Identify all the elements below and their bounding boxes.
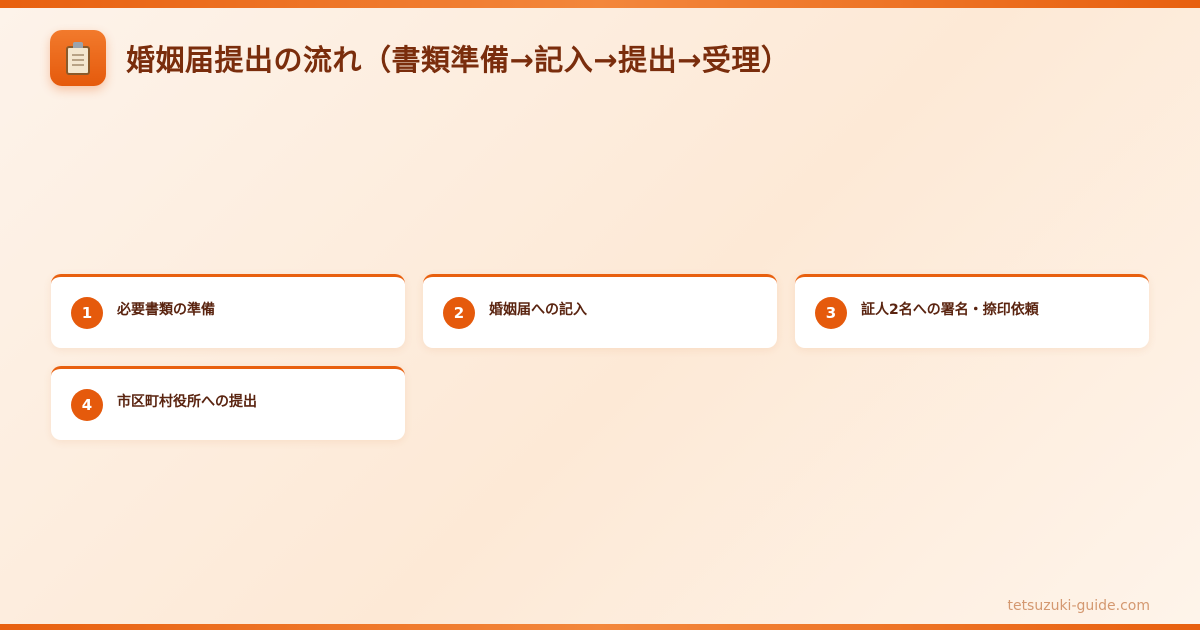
step-number-badge: 4: [71, 389, 103, 421]
clipboard-icon: [50, 30, 106, 86]
step-number-badge: 1: [71, 297, 103, 329]
step-label: 証人2名への署名・捺印依頼: [861, 302, 1039, 318]
step-card-1: 1 必要書類の準備: [51, 274, 405, 348]
step-card-4: 4 市区町村役所への提出: [51, 366, 405, 440]
step-label: 市区町村役所への提出: [117, 394, 257, 410]
step-card-3: 3 証人2名への署名・捺印依頼: [795, 274, 1149, 348]
top-accent-bar: [0, 0, 1200, 8]
step-card-2: 2 婚姻届への記入: [423, 274, 777, 348]
step-number-badge: 2: [443, 297, 475, 329]
step-number-badge: 3: [815, 297, 847, 329]
header: 婚姻届提出の流れ（書類準備→記入→提出→受理）: [50, 30, 790, 86]
site-url: tetsuzuki-guide.com: [1007, 598, 1150, 614]
step-label: 婚姻届への記入: [489, 302, 587, 318]
step-label: 必要書類の準備: [117, 302, 215, 318]
page-title: 婚姻届提出の流れ（書類準備→記入→提出→受理）: [126, 43, 791, 77]
bottom-accent-bar: [0, 624, 1200, 630]
